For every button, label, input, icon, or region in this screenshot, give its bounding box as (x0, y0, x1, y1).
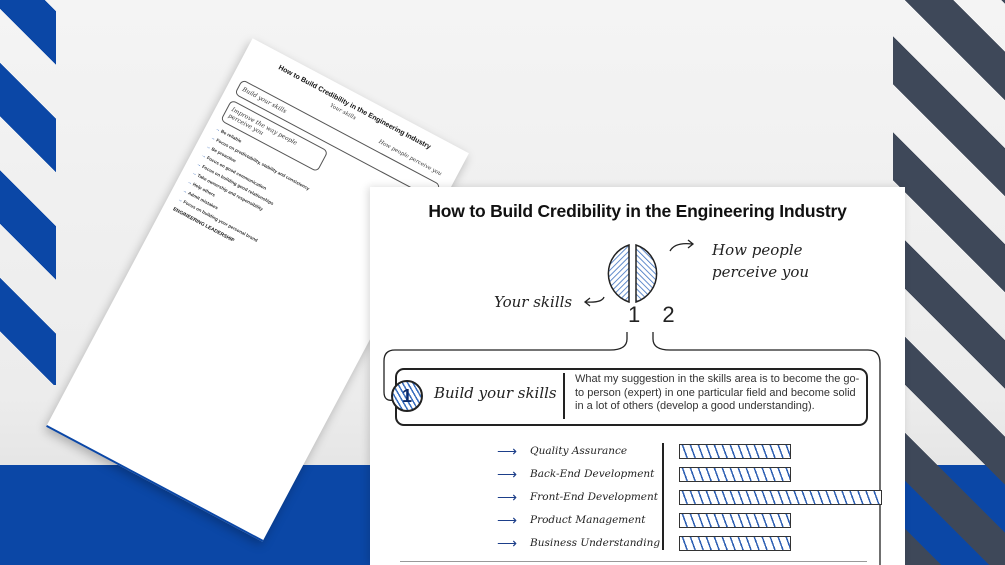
arrow-icon: ⟶ (497, 465, 518, 482)
skill-label: Business Understanding (530, 537, 661, 549)
skill-bar (679, 444, 791, 459)
skill-label: Quality Assurance (530, 445, 628, 457)
skill-row: ⟶ Quality Assurance (497, 443, 627, 459)
pie-half-skills (607, 243, 630, 304)
section-heading: Build your skills (434, 384, 557, 402)
right-stripes (893, 0, 1005, 565)
page-title: How to Build Credibility in the Engineer… (428, 201, 847, 221)
skill-label: Product Management (530, 514, 646, 526)
arrow-icon: ⟶ (497, 442, 518, 459)
diagram-lines (383, 239, 881, 565)
skill-bar (679, 513, 791, 528)
arrow-icon: ⟶ (497, 511, 518, 528)
skill-row: ⟶ Product Management (497, 512, 645, 528)
skill-row: ⟶ Front-End Development (497, 489, 658, 505)
label-your-skills: Your skills (494, 293, 573, 311)
skill-bar (679, 536, 791, 551)
section-description: What my suggestion in the skills area is… (575, 373, 860, 412)
skill-bar (679, 467, 791, 482)
skill-bar (679, 490, 882, 505)
label-how-people-perceive-you: How people perceive you (712, 241, 810, 281)
pie-half-perception (635, 243, 658, 304)
skill-label: Back-End Development (530, 468, 655, 480)
divider (400, 561, 867, 562)
divider (563, 373, 565, 419)
diagram-numbers: 1 2 (628, 302, 683, 327)
skill-label: Front-End Development (530, 491, 658, 503)
arrow-icon: ⟶ (497, 488, 518, 505)
main-sheet: How to Build Credibility in the Engineer… (370, 187, 905, 565)
section-build-skills-box (395, 368, 868, 426)
skill-row: ⟶ Business Understanding (497, 535, 660, 551)
skill-row: ⟶ Back-End Development (497, 466, 654, 482)
skills-divider (662, 443, 664, 550)
left-stripes (0, 0, 56, 385)
section-number-badge: 1 (391, 380, 423, 412)
arrow-icon: ⟶ (497, 534, 518, 551)
